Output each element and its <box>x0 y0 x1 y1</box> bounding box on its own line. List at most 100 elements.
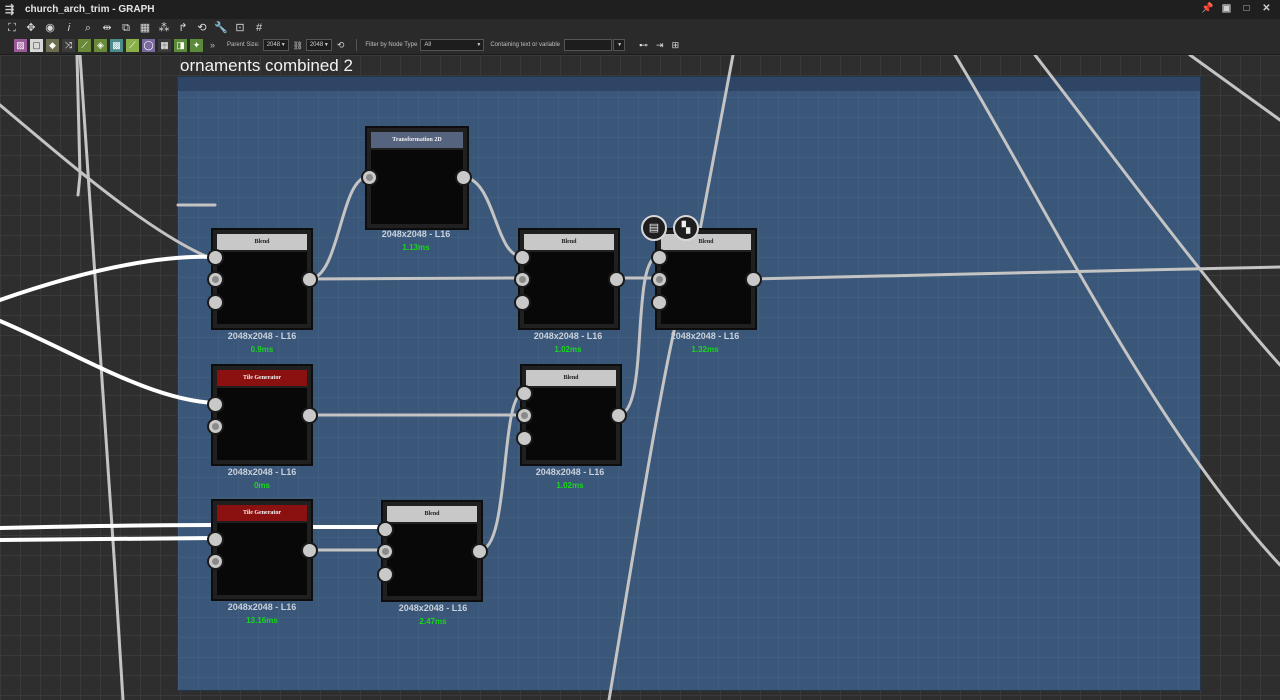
node-time: 0.9ms <box>250 345 274 354</box>
fx-node-icon[interactable]: ◨ <box>174 38 187 52</box>
material-node-icon[interactable]: ◈ <box>94 38 107 52</box>
grid-icon[interactable]: ▦ <box>139 21 151 34</box>
search-icon[interactable]: ⌕ <box>84 21 92 34</box>
dock-icon[interactable]: ▣ <box>1221 3 1232 14</box>
reset-icon[interactable]: ⟲ <box>336 39 345 50</box>
wire-bg-8 <box>607 303 682 700</box>
node-time: 1.32ms <box>691 345 719 354</box>
input-port[interactable] <box>516 430 533 447</box>
input-port[interactable] <box>377 543 394 560</box>
connect-nodes-icon[interactable]: ⊷ <box>639 39 649 50</box>
node-blend-3[interactable]: Blend <box>655 228 757 330</box>
close-icon[interactable]: ✕ <box>1262 3 1271 14</box>
tools-icon[interactable]: 🔧 <box>214 21 228 34</box>
pattern-node-icon[interactable]: ▩ <box>110 38 123 52</box>
input-port[interactable] <box>207 396 224 413</box>
node-blend-4[interactable]: Blend <box>520 364 622 466</box>
warp-node-icon[interactable]: ✦ <box>190 38 203 52</box>
node-blend-5[interactable]: Blend <box>381 500 483 602</box>
document-icon[interactable]: ▤ <box>641 215 667 241</box>
fit-selection-icon[interactable]: ✥ <box>26 21 36 34</box>
containing-input[interactable] <box>564 39 613 51</box>
output-port[interactable] <box>301 271 318 288</box>
split-icon[interactable]: ⇥ <box>656 39 664 50</box>
parent-size-select-b[interactable]: 2048▼ <box>305 39 332 51</box>
input-port[interactable] <box>651 249 668 266</box>
containing-label: Containing text or variable <box>490 42 561 48</box>
input-port[interactable] <box>207 294 224 311</box>
shuffle-node-icon[interactable]: ⤨ <box>62 38 75 52</box>
frame-header[interactable] <box>178 77 1200 91</box>
output-port[interactable] <box>301 542 318 559</box>
wire-bg-5 <box>953 55 1280 567</box>
circle-node-icon[interactable]: ◯ <box>142 38 155 52</box>
wire-bg-2 <box>75 55 82 197</box>
graph-canvas[interactable]: ornaments combined 2 <box>0 55 1280 700</box>
input-port[interactable] <box>516 385 533 402</box>
window-title: church_arch_trim - GRAPH <box>25 4 155 15</box>
input-port[interactable] <box>207 249 224 266</box>
node-resolution: 2048x2048 - L16 <box>227 467 297 477</box>
pin-icon[interactable]: 📌 <box>1201 3 1214 14</box>
output-port[interactable] <box>745 271 762 288</box>
output-port[interactable] <box>455 169 472 186</box>
snap-grid-icon[interactable]: # <box>255 21 263 34</box>
output-port[interactable] <box>608 271 625 288</box>
gradient-node-icon[interactable]: ⟋ <box>78 38 91 52</box>
frame-all-icon[interactable]: ⛶ <box>8 21 16 34</box>
input-port[interactable] <box>207 271 224 288</box>
filter-label: Filter by Node Type <box>365 42 418 48</box>
output-port[interactable] <box>471 543 488 560</box>
input-port[interactable] <box>207 531 224 548</box>
output-port[interactable] <box>610 407 627 424</box>
input-port[interactable] <box>514 294 531 311</box>
history-icon[interactable]: ⟲ <box>197 21 207 34</box>
containing-dropdown[interactable]: ▼ <box>613 39 626 51</box>
input-port[interactable] <box>207 553 224 570</box>
node-time: 0ms <box>253 481 270 490</box>
grid-node-icon[interactable]: ▦ <box>158 38 171 52</box>
node-tile-generator-1[interactable]: Tile Generator <box>211 364 313 466</box>
clean-links-icon[interactable]: ⊞ <box>671 39 680 50</box>
camera-icon[interactable]: ◉ <box>45 21 55 34</box>
info-icon[interactable]: 𝑖 <box>67 21 71 34</box>
input-port[interactable] <box>377 521 394 538</box>
input-port[interactable] <box>207 418 224 435</box>
input-port[interactable] <box>516 407 533 424</box>
graph-toolbar: ⛶ ✥ ◉ 𝑖 ⌕ ⇹ ⧉ ▦ ⁂ ↱ ⟲ 🔧 ⊡ # <box>0 19 1280 36</box>
output-port[interactable] <box>301 407 318 424</box>
node-transformation-2d[interactable]: Transformation 2D <box>365 126 469 230</box>
node-thumbnail <box>526 388 616 460</box>
link-icon[interactable]: ⛓ <box>292 40 303 50</box>
wire-blend5-blend3 <box>478 391 525 552</box>
image-node-icon[interactable]: ▨ <box>14 38 27 52</box>
maximize-icon[interactable]: □ <box>1243 3 1250 14</box>
node-blend-1[interactable]: Blend <box>211 228 313 330</box>
input-port[interactable] <box>377 566 394 583</box>
document-node-icon[interactable]: ▢ <box>30 38 43 52</box>
align-icon[interactable]: ⇹ <box>102 21 112 34</box>
palette-icon[interactable]: ⁂ <box>158 21 170 34</box>
node-type-filter[interactable]: All▼ <box>420 39 485 51</box>
checker-icon[interactable]: ▚ <box>673 215 699 241</box>
input-port[interactable] <box>514 271 531 288</box>
frame-title[interactable]: ornaments combined 2 <box>180 56 353 75</box>
input-port[interactable] <box>361 169 378 186</box>
node-tile-generator-2[interactable]: Tile Generator <box>211 499 313 601</box>
input-port[interactable] <box>651 294 668 311</box>
graph-icon: ⇶ <box>5 4 15 16</box>
node-blend-2[interactable]: Blend <box>518 228 620 330</box>
parent-size-select-a[interactable]: 2048▼ <box>262 39 289 51</box>
graph-layout-icon[interactable]: ⧉ <box>122 21 130 34</box>
export-icon[interactable]: ⊡ <box>235 21 245 34</box>
more-icon[interactable]: » <box>209 39 215 50</box>
input-port[interactable] <box>514 249 531 266</box>
filter-value: All <box>424 42 431 48</box>
node-header: Blend <box>524 234 614 250</box>
node-thumbnail <box>217 523 307 595</box>
curve-node-icon[interactable]: ⟋ <box>126 38 139 52</box>
frame-ornaments-combined-2[interactable] <box>177 76 1201 691</box>
input-port[interactable] <box>651 271 668 288</box>
drop-node-icon[interactable]: ◆ <box>46 38 59 52</box>
connector-icon[interactable]: ↱ <box>178 21 188 34</box>
